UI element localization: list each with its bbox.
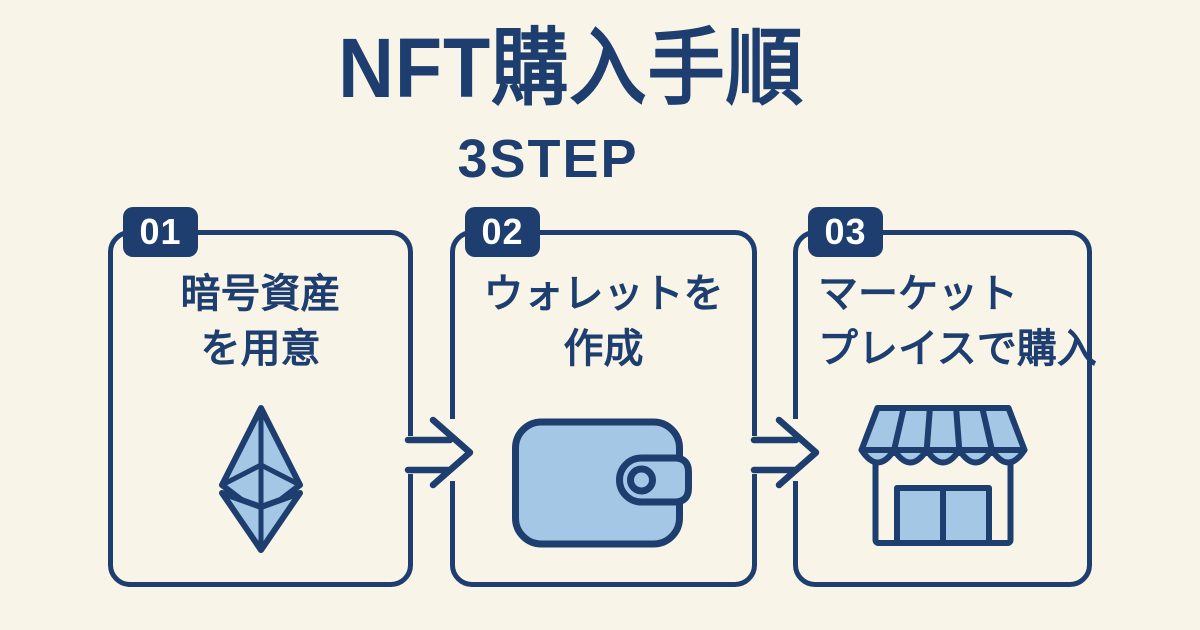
page-subtitle: 3STEP: [457, 129, 639, 189]
step-card-2: 02 ウォレットを作成: [450, 207, 757, 587]
step-label: ウォレットを作成: [483, 272, 724, 372]
step-number-badge: 03: [808, 207, 883, 257]
wallet-icon: [511, 418, 692, 548]
storefront-icon: [858, 405, 1027, 546]
step-card-1: 01 暗号資産を用意: [108, 207, 413, 587]
step-card-3: 03 マーケットプレイスで購入: [793, 207, 1097, 587]
arrow-step2-to-step3: [747, 416, 820, 489]
ethereum-icon: [218, 405, 303, 553]
step-number-badge: 02: [465, 207, 540, 257]
step-label: マーケットプレイスで購入: [818, 272, 1097, 372]
page-title: NFT購入手順: [338, 21, 804, 115]
step-number-badge: 01: [123, 207, 198, 257]
step-label: 暗号資産を用意: [180, 272, 341, 372]
arrow-step1-to-step2: [401, 416, 474, 489]
